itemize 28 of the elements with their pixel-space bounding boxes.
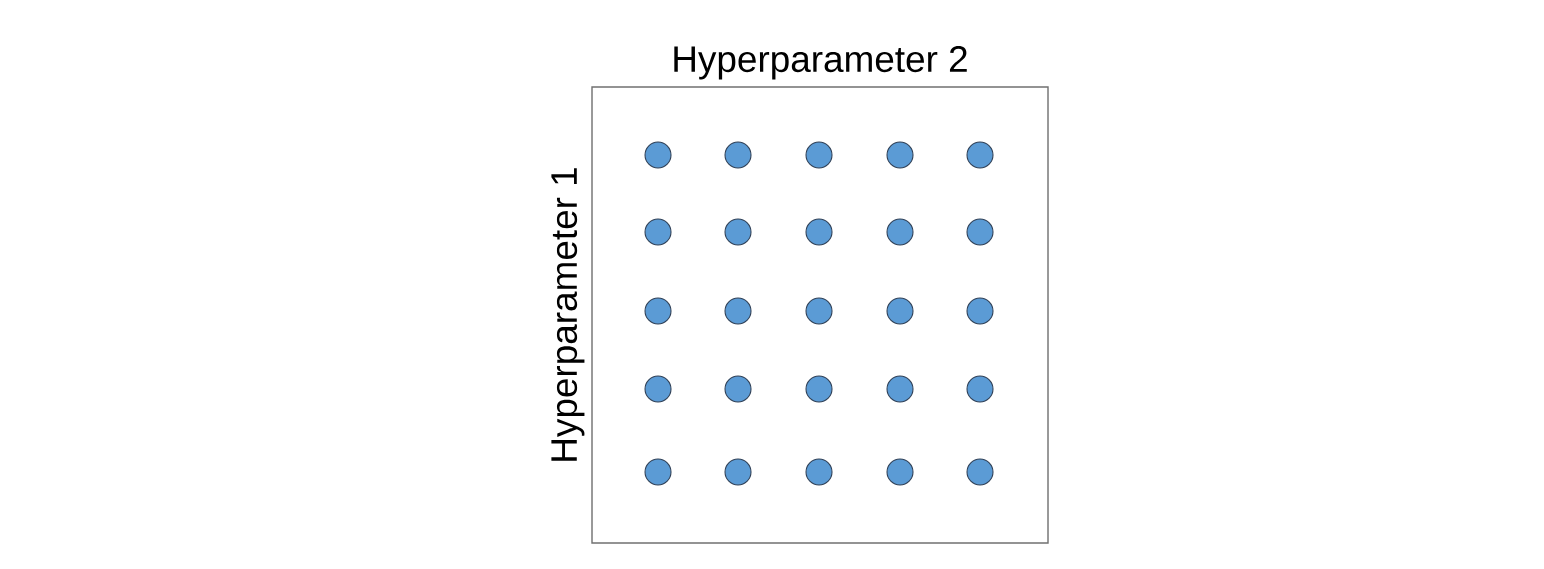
- grid-point: [966, 141, 994, 169]
- axis-label: Hyperparameter 2: [674, 46, 967, 80]
- grid-point: [805, 218, 833, 246]
- grid-point: [644, 218, 672, 246]
- grid-point: [805, 141, 833, 169]
- grid-point: [644, 458, 672, 486]
- grid-point: [724, 141, 752, 169]
- grid-point: [886, 297, 914, 325]
- grid-point: [644, 141, 672, 169]
- grid-point: [886, 458, 914, 486]
- grid-point: [966, 297, 994, 325]
- grid-point: [805, 375, 833, 403]
- grid-point: [966, 375, 994, 403]
- grid-point: [966, 218, 994, 246]
- grid-point: [886, 141, 914, 169]
- grid-point: [966, 458, 994, 486]
- grid-point: [724, 218, 752, 246]
- grid-point: [724, 458, 752, 486]
- grid-point: [805, 297, 833, 325]
- grid-point: [886, 218, 914, 246]
- grid-point: [886, 375, 914, 403]
- axis-label: Hyperparameter 1: [551, 168, 585, 461]
- grid-point: [724, 297, 752, 325]
- grid-point: [805, 458, 833, 486]
- grid-point: [644, 375, 672, 403]
- plot-box: [591, 86, 1049, 544]
- grid-point: [724, 375, 752, 403]
- grid-point: [644, 297, 672, 325]
